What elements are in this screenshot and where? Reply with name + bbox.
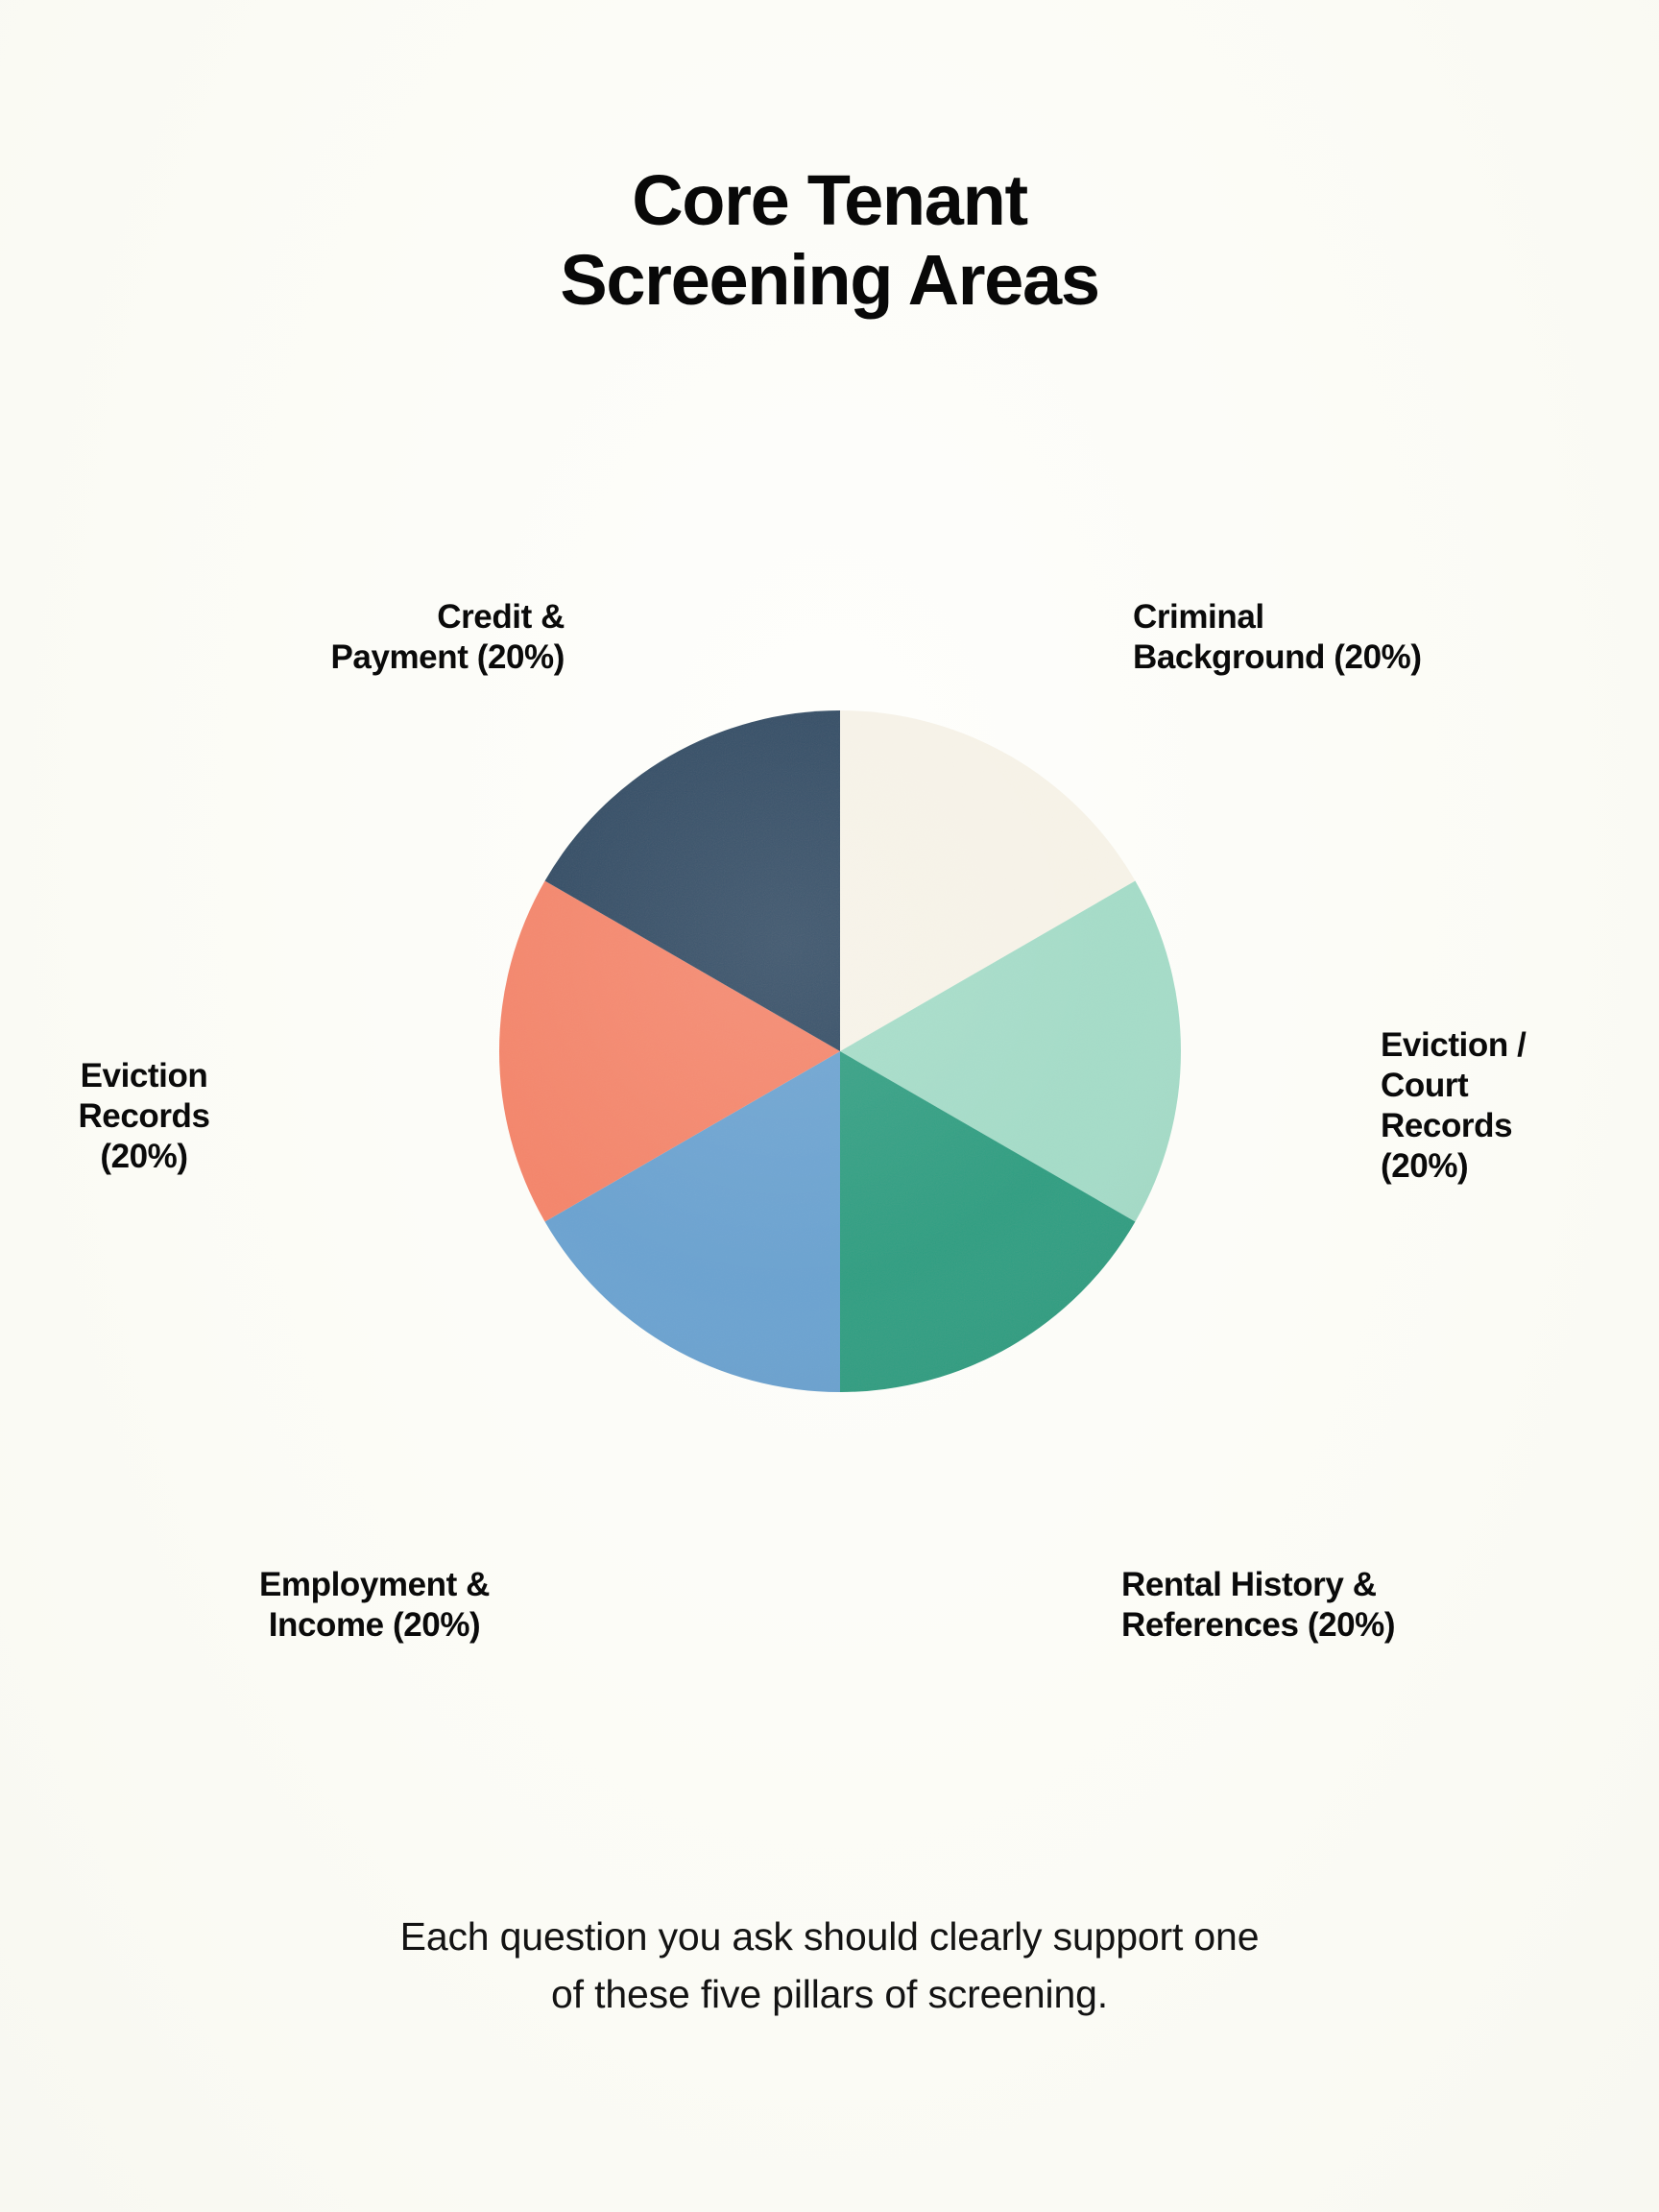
- pie-graphic: [498, 710, 1182, 1392]
- page-title-line-2: Screening Areas: [560, 239, 1100, 320]
- pie-label-eviction-court-records: Eviction / Court Records (20%): [1381, 1026, 1527, 1185]
- pie-label-credit-payment: Credit & Payment (20%): [330, 598, 565, 676]
- pie-label-eviction-records: Eviction Records (20%): [78, 1057, 210, 1175]
- pie-shading-overlay: [499, 710, 1181, 1392]
- footer-caption-line-2: of these five pillars of screening.: [551, 1971, 1108, 2016]
- pie-label-employment-income: Employment & Income (20%): [259, 1566, 490, 1644]
- footer-caption-line-1: Each question you ask should clearly sup…: [399, 1914, 1260, 1959]
- pie-label-rental-history-references: Rental History & References (20%): [1121, 1566, 1396, 1644]
- footer-caption: Each question you ask should clearly sup…: [0, 1909, 1659, 2024]
- page-title-line-1: Core Tenant: [632, 160, 1028, 240]
- pie-label-criminal-background: Criminal Background (20%): [1133, 598, 1422, 676]
- pie-svg: [498, 710, 1182, 1392]
- page-title: Core Tenant Screening Areas: [0, 160, 1659, 321]
